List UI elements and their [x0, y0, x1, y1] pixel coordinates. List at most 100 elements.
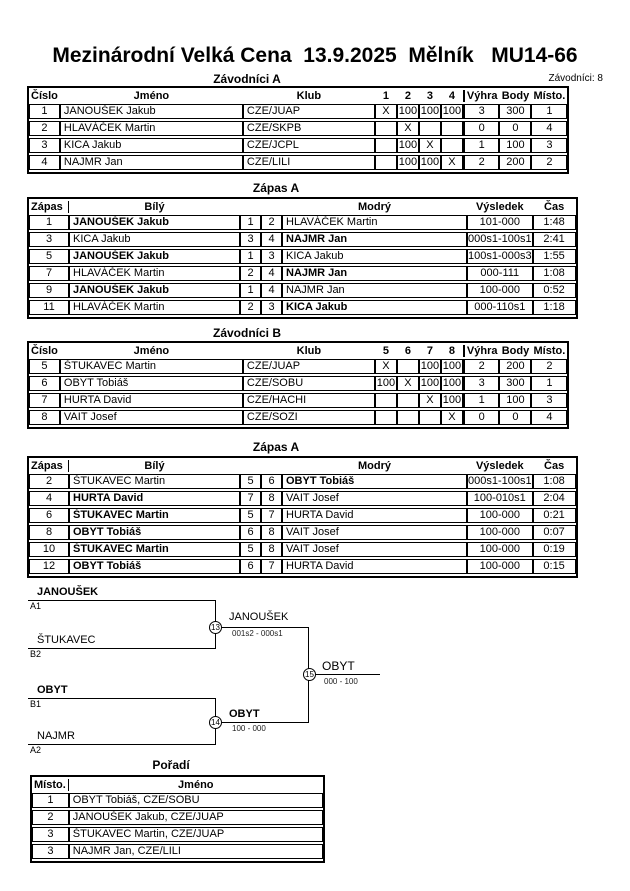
result-cell: 100-000 — [467, 525, 533, 540]
time-cell: 0:15 — [532, 559, 576, 574]
col-header-zapas: Zápas — [29, 201, 69, 213]
wins-cell: 2 — [462, 359, 500, 374]
blue-competitor: HURTA David — [282, 508, 467, 523]
matches-b-table: Zápas Bílý Modrý Výsledek Čas 2 ŠTUKAVEC… — [27, 456, 578, 578]
white-competitor: JANOUŠEK Jakub — [69, 215, 240, 230]
competitor-club: CZE/JUAP — [242, 104, 375, 119]
matrix-cell: X — [396, 121, 419, 136]
table-row: 3 ŠTUKAVEC Martin, CZE/JUAP — [32, 827, 323, 842]
matrix-cell — [418, 410, 441, 425]
bracket-seed-name: OBYT — [37, 684, 68, 696]
standings-table: Místo. Jméno 1 OBYT Tobiáš, CZE/SOBU 2 J… — [30, 775, 325, 863]
blue-number: 7 — [261, 559, 282, 574]
white-competitor: OBYT Tobiáš — [69, 559, 240, 574]
bracket-seed-code: A2 — [30, 745, 42, 755]
col-header-3: 3 — [426, 90, 433, 102]
table-row: 7 HURTA David CZE/HACHI X 100 1 100 3 — [29, 393, 568, 408]
section-title-zapas-a2: Zápas A — [252, 440, 300, 454]
result-cell: 100-000 — [467, 559, 533, 574]
blue-number: 8 — [261, 491, 282, 506]
table-row: 3 KICA Jakub 3 4 NAJMR Jan 000s1-100s1 2… — [29, 232, 576, 247]
col-header-1: 1 — [382, 90, 389, 102]
competitor-name: JANOUŠEK Jakub — [59, 104, 243, 119]
blue-number: 8 — [261, 542, 282, 557]
matrix-cell: X — [418, 393, 441, 408]
col-header-6: 6 — [404, 345, 411, 357]
col-header-7: 7 — [426, 345, 433, 357]
matrix-cell: X — [374, 104, 397, 119]
wins-cell: 0 — [462, 410, 500, 425]
table-row: 6 ŠTUKAVEC Martin 5 7 HURTA David 100-00… — [29, 508, 576, 523]
matrix-cell — [374, 138, 397, 153]
matrix-cell — [374, 410, 397, 425]
match-number: 1 — [29, 215, 69, 230]
time-cell: 1:48 — [532, 215, 576, 230]
col-header-bily: Bílý — [144, 460, 165, 472]
match-number: 3 — [29, 232, 69, 247]
time-cell: 0:52 — [532, 283, 576, 298]
matrix-cell — [374, 393, 397, 408]
col-header-8: 8 — [448, 345, 455, 357]
wins-cell: 3 — [462, 376, 500, 391]
section-title-zavodnici-b: Závodníci B — [212, 326, 281, 340]
place-cell: 4 — [531, 410, 568, 425]
bracket-seed-code: A1 — [30, 601, 42, 611]
blue-number: 6 — [261, 474, 282, 489]
standings-name: JANOUŠEK Jakub, CZE/JUAP — [68, 810, 323, 825]
table-row: 12 OBYT Tobiáš 6 7 HURTA David 100-000 0… — [29, 559, 576, 574]
blue-competitor: OBYT Tobiáš — [282, 474, 467, 489]
result-cell: 000-111 — [467, 266, 533, 281]
standings-name: OBYT Tobiáš, CZE/SOBU — [68, 793, 323, 808]
white-number: 6 — [240, 525, 261, 540]
matrix-cell: 100 — [418, 155, 441, 170]
white-number: 6 — [240, 559, 261, 574]
bracket-seed-name: JANOUŠEK — [37, 586, 99, 598]
bracket-winner-name: OBYT — [229, 708, 260, 720]
competitor-name: ŠTUKAVEC Martin — [59, 359, 243, 374]
match-number: 2 — [29, 474, 69, 489]
table-row: 2 HLAVÁČEK Martin CZE/SKPB X 0 0 4 — [29, 121, 568, 136]
matrix-cell: 100 — [440, 393, 463, 408]
place-cell: 3 — [531, 138, 568, 153]
competitor-club: CZE/SOBU — [242, 376, 375, 391]
bracket-score: 000 - 100 — [324, 677, 358, 686]
standings-place: 1 — [32, 793, 69, 808]
matches-a-table: Zápas Bílý Modrý Výsledek Čas 1 JANOUŠEK… — [27, 197, 578, 319]
table-row: 10 ŠTUKAVEC Martin 5 8 VAIT Josef 100-00… — [29, 542, 576, 557]
standings-name: ŠTUKAVEC Martin, CZE/JUAP — [68, 827, 323, 842]
result-cell: 100-000 — [467, 542, 533, 557]
standings-header-row: Místo. Jméno — [32, 779, 323, 791]
standings-name: NAJMR Jan, CZE/LILI — [68, 844, 323, 859]
match-number: 10 — [29, 542, 69, 557]
wins-cell: 1 — [462, 393, 500, 408]
blue-number: 3 — [261, 249, 282, 264]
bracket-seed-code: B1 — [30, 699, 42, 709]
bracket-line — [28, 744, 215, 745]
pool-a-header-row: Číslo Jméno Klub 1 2 3 4 Výhra Body Míst… — [29, 90, 567, 102]
col-header-misto: Místo. — [32, 779, 69, 791]
result-cell: 000-110s1 — [467, 300, 533, 315]
points-cell: 100 — [499, 138, 532, 153]
col-header-spacer — [240, 460, 261, 472]
table-row: 3 NAJMR Jan, CZE/LILI — [32, 844, 323, 859]
page-title: Mezinárodní Velká Cena 13.9.2025 Mělník … — [52, 44, 578, 67]
table-row: 8 OBYT Tobiáš 6 8 VAIT Josef 100-000 0:0… — [29, 525, 576, 540]
competitor-number: 1 — [29, 104, 60, 119]
time-cell: 0:19 — [532, 542, 576, 557]
time-cell: 0:07 — [532, 525, 576, 540]
competitor-club: CZE/SOZI — [242, 410, 375, 425]
table-row: 4 NAJMR Jan CZE/LILI 100 100 X 2 200 2 — [29, 155, 568, 170]
col-header-2: 2 — [404, 90, 411, 102]
col-header-spacer — [261, 201, 282, 213]
matrix-cell — [374, 155, 397, 170]
table-row: 6 OBYT Tobiáš CZE/SOBU 100 X 100 100 3 3… — [29, 376, 568, 391]
col-header-vyhra: Výhra — [462, 345, 500, 357]
matrix-cell — [396, 359, 419, 374]
standings-place: 3 — [32, 827, 69, 842]
time-cell: 2:04 — [532, 491, 576, 506]
table-row: 4 HURTA David 7 8 VAIT Josef 100-010s1 2… — [29, 491, 576, 506]
col-header-spacer — [240, 201, 261, 213]
standings-place: 3 — [32, 844, 69, 859]
matrix-cell — [396, 410, 419, 425]
matrix-cell: 100 — [396, 104, 419, 119]
